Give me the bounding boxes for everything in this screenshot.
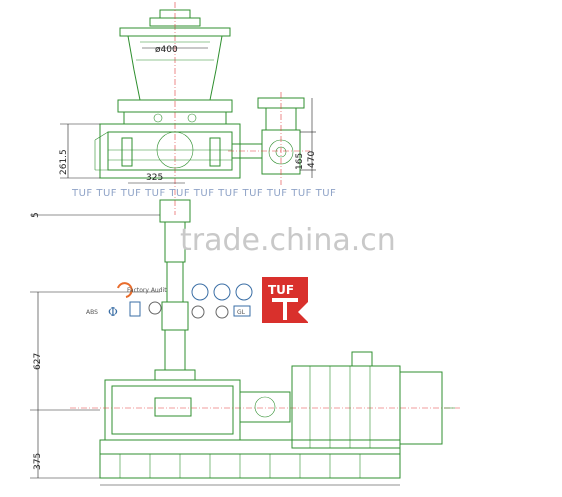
tuf-logo-text: TUF (268, 283, 294, 297)
gl-icon (233, 305, 251, 317)
class-icon (129, 301, 141, 317)
drum-diameter-label: ø400 (155, 45, 178, 55)
factory-audit-icon (117, 282, 133, 298)
phi-icon: Φ (108, 305, 118, 319)
tuf-banner: TUF TUF TUF TUF TUF TUF TUF TUF TUF TUF … (71, 188, 336, 199)
seal-icon-6 (215, 305, 229, 319)
watermark: trade.china.cn (180, 223, 396, 258)
base-frame (99, 439, 401, 486)
height-right-inner-label: 165 (295, 153, 305, 170)
height-right-outer-label: 470 (307, 151, 317, 168)
side-gearbox (228, 92, 310, 185)
seal-icon-5 (191, 305, 205, 319)
seal-icon-1 (191, 283, 209, 301)
electric-motor (291, 351, 455, 449)
base-width-label: 325 (146, 173, 163, 183)
seal-icon-3 (235, 283, 253, 301)
gl-label: GL (237, 309, 246, 316)
seal-icon-4 (148, 301, 162, 315)
main-gearbox (70, 379, 460, 441)
base-height-label: 375 (33, 453, 43, 470)
left-small-label: 5 (31, 212, 41, 218)
abs-label: ABS (86, 309, 98, 316)
tuf-logo: TUF (262, 277, 308, 323)
height-left-label: 261.5 (59, 149, 69, 175)
factory-audit-label: Factory Audit (127, 287, 167, 294)
gypsy-unit (94, 123, 241, 179)
shaft-height-label: 627 (33, 353, 43, 370)
seal-icon-2 (213, 283, 231, 301)
certification-logos: Factory Audit ABS Φ GL (86, 282, 253, 319)
